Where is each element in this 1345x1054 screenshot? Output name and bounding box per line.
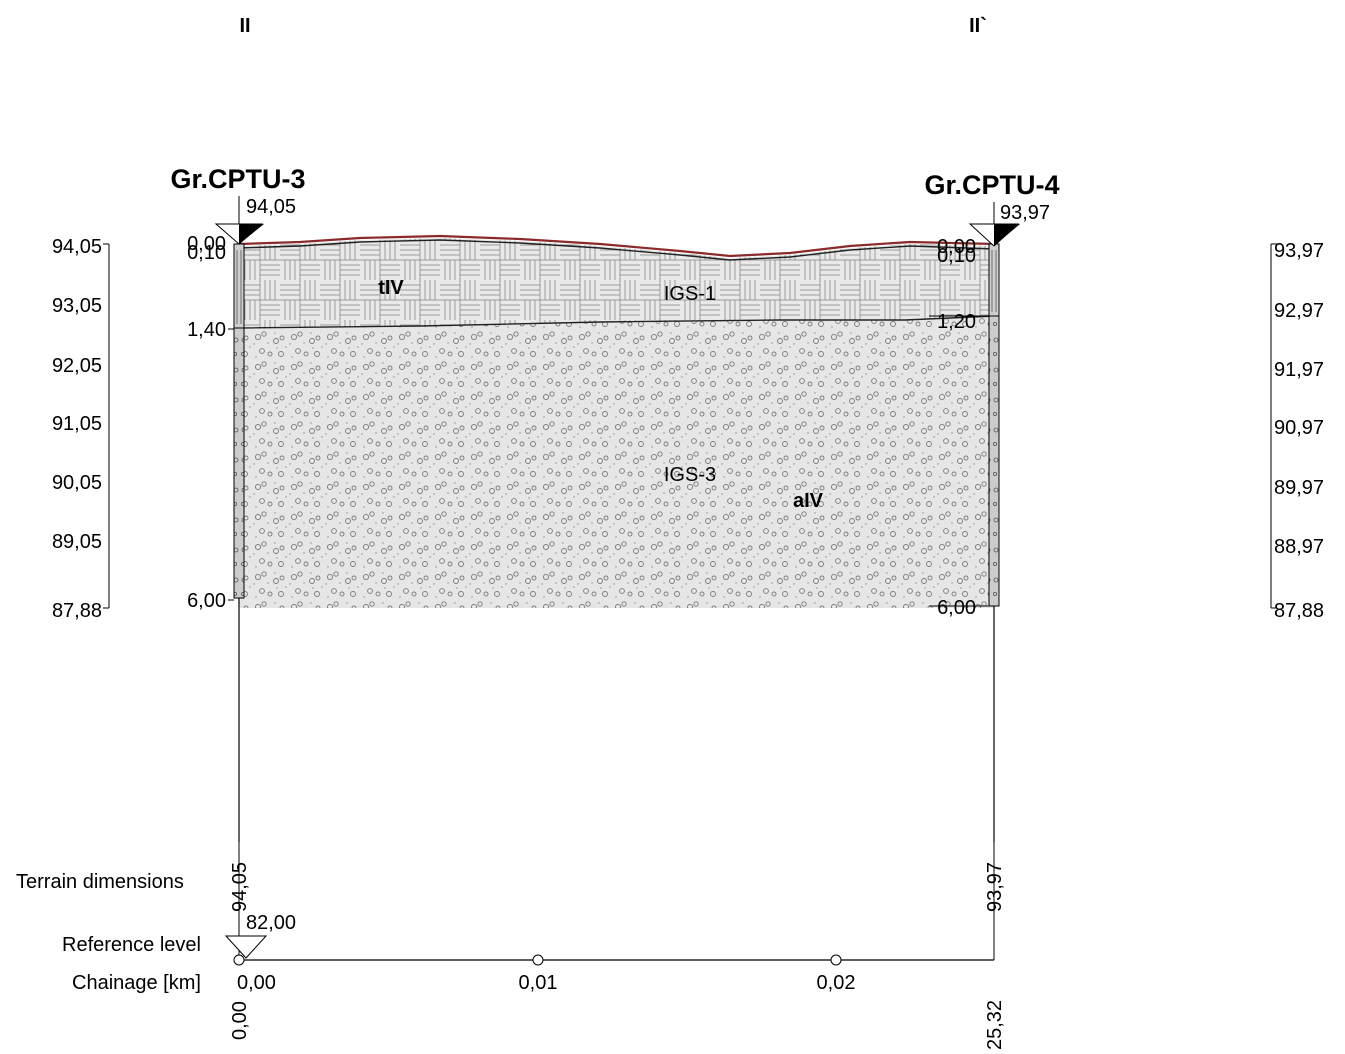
boundary-0-10 (238, 239, 996, 261)
scale-label: 92,97 (1274, 300, 1324, 322)
borehole-name: Gr.CPTU-3 (170, 164, 305, 194)
layer-geology-label: aIV (793, 490, 824, 512)
distance-value: 25,32 (984, 1000, 1006, 1050)
scale-label: 89,97 (1274, 477, 1324, 499)
chainage-tick (532, 954, 544, 966)
depth-label: 1,20 (937, 311, 976, 333)
scale-label: 87,88 (52, 600, 102, 622)
chainage-tick-label: 0,00 (237, 972, 276, 994)
scale-label: 88,97 (1274, 536, 1324, 558)
depth-label: 6,00 (187, 590, 226, 612)
terrain-value: 94,05 (229, 862, 251, 912)
section-start-label: II (239, 15, 250, 37)
scale-label: 94,05 (52, 236, 102, 258)
scale-label: 90,05 (52, 472, 102, 494)
chainage-tick (830, 954, 842, 966)
chainage-tick-label: 0,01 (519, 972, 558, 994)
scale-label: 91,97 (1274, 359, 1324, 381)
scale-label: 90,97 (1274, 417, 1324, 439)
chainage-tick-label: 0,02 (817, 972, 856, 994)
layer-geology-label: tIV (378, 277, 404, 299)
borehole-column (988, 243, 1000, 842)
reference-level-label: Reference level (62, 934, 201, 956)
scale-label: 91,05 (52, 413, 102, 435)
left-elevation-scale (103, 243, 110, 609)
distance-value: 0,00 (229, 1001, 251, 1040)
depth-label: 0,00 (937, 236, 976, 258)
depth-label: 6,00 (937, 597, 976, 619)
terrain-line (238, 234, 996, 258)
level-marker-icon (239, 224, 264, 244)
layer-igs-3 (239, 316, 995, 608)
terrain-dimensions-label: Terrain dimensions (16, 871, 184, 893)
scale-label: 92,05 (52, 355, 102, 377)
borehole-column (233, 243, 245, 842)
borehole-top-elevation: 93,97 (1000, 202, 1050, 224)
reference-level-marker-icon (224, 935, 268, 959)
reference-level-value: 82,00 (246, 912, 296, 934)
borehole-name: Gr.CPTU-4 (924, 170, 1059, 200)
depth-label: 0,10 (937, 245, 976, 267)
scale-label: 89,05 (52, 531, 102, 553)
terrain-value: 93,97 (984, 862, 1006, 912)
layer-id-label: IGS-3 (664, 464, 716, 486)
scale-label: 93,05 (52, 295, 102, 317)
layer-igs-1 (239, 238, 995, 328)
depth-label: 1,40 (187, 319, 226, 341)
layer-id-label: IGS-1 (664, 283, 716, 305)
boundary-igs1-igs3 (238, 315, 996, 329)
depth-label: 0,00 (187, 233, 226, 255)
depth-label: 0,10 (187, 242, 226, 264)
scale-label: 87,88 (1274, 600, 1324, 622)
scale-label: 93,97 (1274, 240, 1324, 262)
chainage-label: Chainage [km] (72, 972, 201, 994)
section-end-label: II` (969, 15, 987, 37)
level-marker-icon (994, 224, 1020, 246)
chainage-tick (233, 954, 245, 966)
right-elevation-scale (1270, 243, 1277, 609)
borehole-top-elevation: 94,05 (246, 196, 296, 218)
